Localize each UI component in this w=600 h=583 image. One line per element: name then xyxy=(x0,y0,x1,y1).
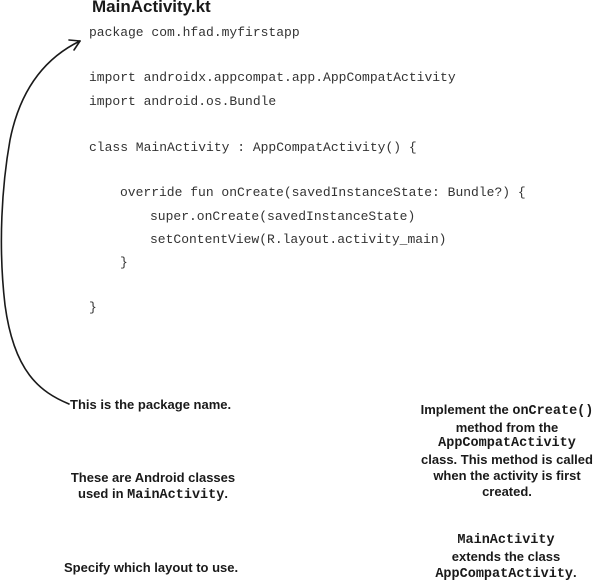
code-line-package: package com.hfad.myfirstapp xyxy=(89,25,300,40)
code-line-class-declaration: class MainActivity : AppCompatActivity()… xyxy=(89,140,417,155)
code-line-import-appcompat: import androidx.appcompat.app.AppCompatA… xyxy=(89,70,456,85)
code-line-class-close-brace: } xyxy=(89,300,97,315)
annotation-imports: These are Android classes used in MainAc… xyxy=(70,470,236,503)
annotation-package-name: This is the package name. xyxy=(70,397,232,412)
annotation-layout: Specify which layout to use. xyxy=(64,560,239,575)
code-line-import-bundle: import android.os.Bundle xyxy=(89,94,277,109)
annotation-oncreate: Implement the onCreate() method from the… xyxy=(420,402,594,499)
code-line-method-close-brace: } xyxy=(120,255,128,270)
code-line-oncreate-signature: override fun onCreate(savedInstanceState… xyxy=(120,185,526,200)
code-line-super-oncreate: super.onCreate(savedInstanceState) xyxy=(150,209,416,224)
annotation-extends: MainActivity extends the class AppCompat… xyxy=(435,533,577,582)
code-line-set-content-view: setContentView(R.layout.activity_main) xyxy=(150,232,447,247)
file-title: MainActivity.kt xyxy=(92,0,211,16)
